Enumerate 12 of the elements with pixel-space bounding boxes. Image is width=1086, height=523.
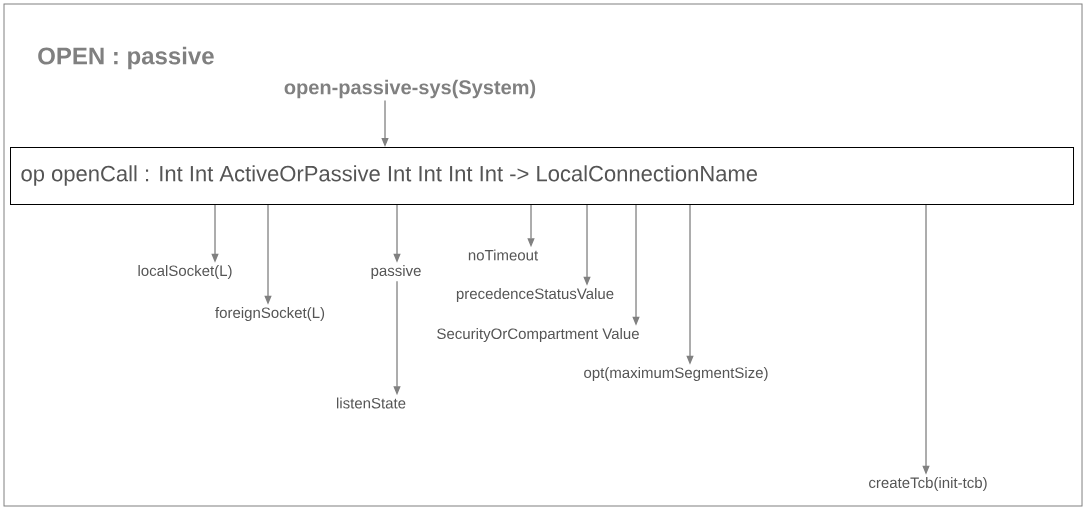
value-label: localSocket(L) (138, 265, 232, 279)
value-label: passive (371, 265, 421, 279)
title: OPEN : passive (38, 46, 214, 70)
value-label: SecurityOrCompartment Value (437, 328, 639, 342)
call-label: open-passive-sys(System) (284, 79, 536, 99)
value-label: foreignSocket(L) (215, 307, 325, 321)
value-label: noTimeout (468, 249, 539, 261)
value-label: opt(maximumSegmentSize) (584, 367, 768, 381)
value-label: listenState (337, 397, 406, 409)
value-label: createTcb(init-tcb) (869, 477, 987, 491)
signature-box: op openCall : Int Int ActiveOrPassive Int Int Int Int -> LocalConnectionName (10, 147, 1074, 205)
value-label: precedenceStatusValue (456, 288, 614, 302)
